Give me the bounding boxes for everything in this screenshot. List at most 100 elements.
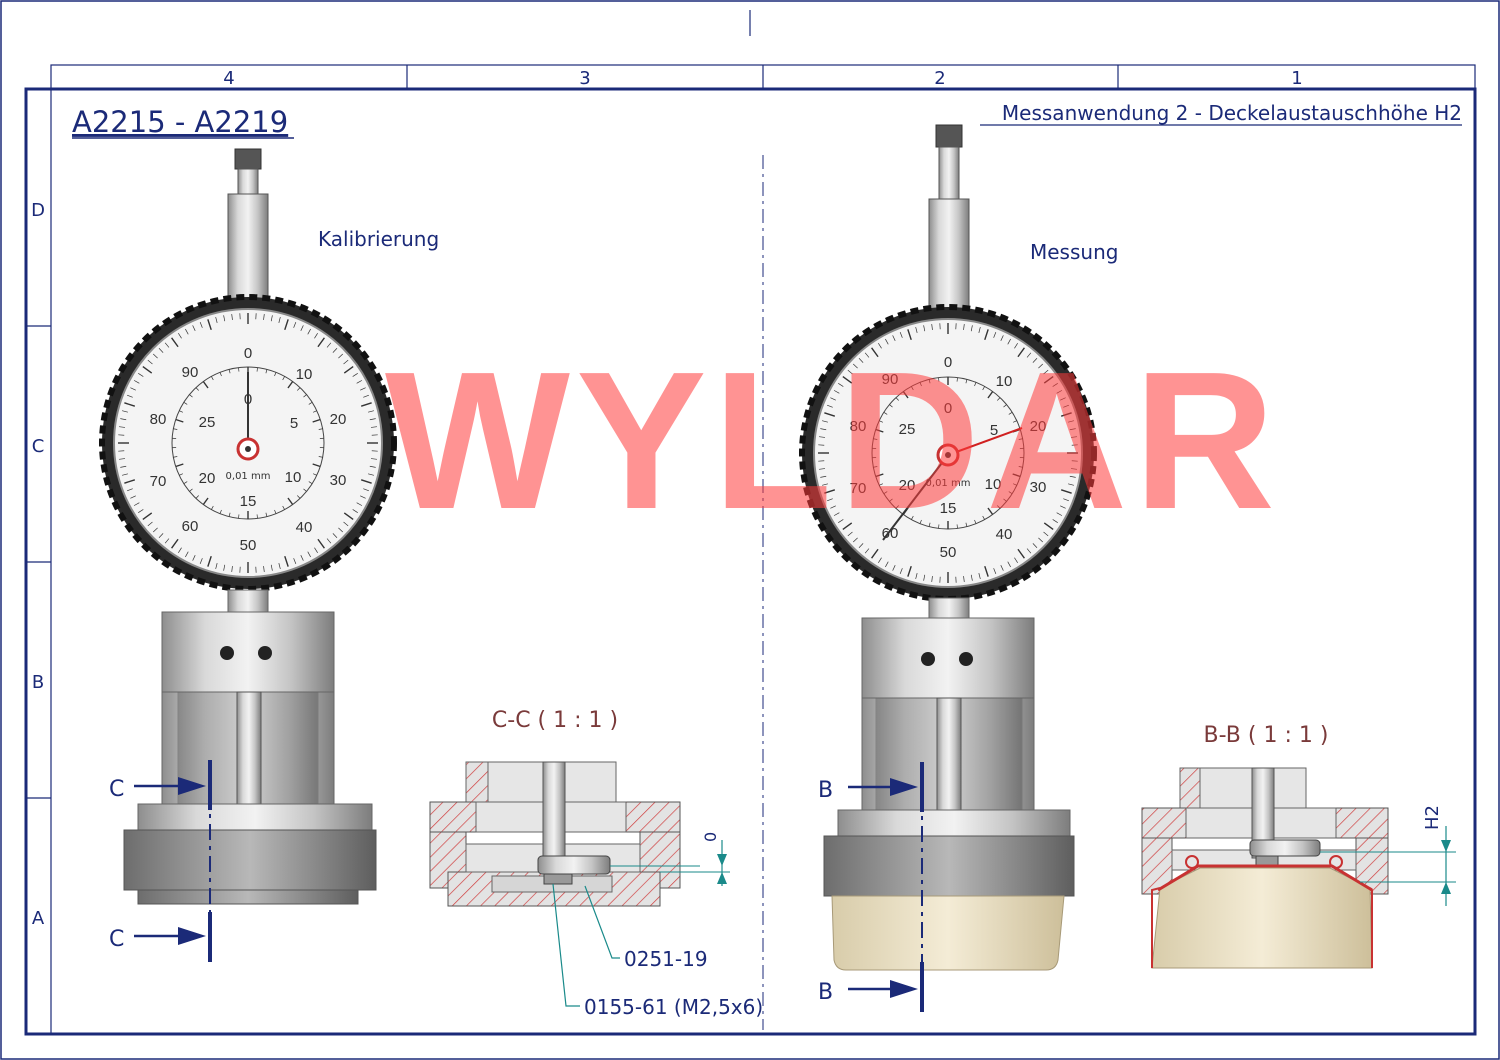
dial-outer-numbers: 0 10 20 30 40 50 60 70 80 90 (850, 354, 1047, 561)
dial-tick (256, 367, 258, 372)
dial-tick (842, 522, 853, 530)
calibration-label: Kalibrierung (318, 227, 439, 251)
dial-tick (889, 404, 893, 408)
dial-tick (938, 524, 940, 529)
dial-tick (369, 418, 376, 421)
dial-tick (923, 325, 926, 332)
dial-tick (1018, 466, 1023, 468)
dial-tick (178, 547, 182, 553)
dial-tick (317, 337, 325, 348)
dial-number: 40 (296, 519, 313, 536)
dial-inner-numbers: 0 5 10 15 20 25 (899, 400, 1002, 517)
dial-unit: 0,01 mm (926, 478, 971, 489)
dial-tick (297, 495, 301, 499)
section-marker-c: C (109, 927, 124, 952)
dial-tick (965, 522, 968, 527)
dial-tick (312, 418, 321, 423)
dial-tick (189, 394, 193, 398)
dial-tick (124, 402, 136, 407)
dial-tick (343, 359, 349, 365)
section-line-cc: C C (109, 760, 212, 962)
right-dial-gauge: 0 10 20 30 40 50 60 70 80 90 0 5 10 15 2… (799, 124, 1097, 971)
dial-number: 90 (182, 364, 199, 381)
dial-tick (963, 323, 965, 331)
dial-tick (978, 573, 981, 580)
dial-tick (938, 377, 940, 382)
dial-tick (838, 383, 844, 387)
dial-inner-number: 10 (985, 476, 1002, 493)
column-label: 4 (223, 68, 234, 89)
dial-tick (902, 391, 909, 399)
dial-number: 20 (330, 411, 347, 428)
dial-tick (987, 507, 994, 515)
dial-number: 50 (940, 544, 957, 561)
dial-tick (142, 366, 153, 374)
dial-inner-number: 20 (199, 470, 216, 487)
dial-tick (820, 428, 827, 431)
dial-tick (1056, 512, 1063, 516)
dial-tick (185, 328, 189, 335)
dial-tick (824, 412, 836, 417)
dial-tick (133, 502, 140, 506)
dial-tick (207, 319, 212, 331)
dial-tick (300, 325, 304, 331)
dial-tick (152, 353, 158, 359)
section-line-bb: B B (818, 762, 924, 1012)
dial-tick (824, 489, 836, 494)
dial-tick (1038, 537, 1044, 543)
dial-outer-numbers: 0 10 20 30 40 50 60 70 80 90 (150, 345, 347, 554)
dial-tick (338, 353, 344, 359)
dial-tick (873, 438, 878, 440)
dial-tick (885, 338, 889, 345)
dial-inner-number: 5 (290, 415, 298, 432)
dial-tick (878, 343, 882, 349)
dial-tick (895, 505, 899, 509)
dial-tick (1052, 383, 1058, 387)
dial-tick (838, 519, 844, 523)
dial-tick (879, 483, 884, 486)
dial-tick (175, 463, 184, 468)
dial-tick (873, 466, 878, 468)
dial-tick (338, 527, 344, 533)
dial-tick (343, 512, 354, 520)
dial-tick (356, 502, 363, 506)
dial-tick (1008, 411, 1013, 415)
dial-tick (1070, 436, 1078, 438)
dial-unit: 0,01 mm (226, 471, 271, 482)
dial-tick (352, 373, 358, 377)
dial-tick (919, 382, 922, 387)
dial-tick (818, 468, 826, 470)
dial-tick (1043, 531, 1049, 537)
dial-tick (192, 325, 196, 331)
dial-tick (142, 512, 153, 520)
dial-tick (892, 565, 896, 571)
dial-tick (228, 369, 231, 374)
dial-tick (1043, 369, 1049, 375)
dial-number: 90 (882, 371, 899, 388)
dial-tick (1069, 428, 1076, 431)
dial-tick (215, 563, 218, 570)
dial-tick (231, 313, 233, 321)
screw-callout: 0155-61 (M2,5x6) (584, 995, 763, 1019)
dial-tick (984, 329, 989, 341)
dial-tick (915, 573, 918, 580)
dial-tick (120, 418, 127, 421)
section-cc-title: C-C ( 1 : 1 ) (492, 708, 618, 733)
dial-tick (1003, 404, 1007, 408)
dial-tick (314, 547, 318, 553)
dial-tick (1056, 390, 1063, 394)
dial-tick (127, 488, 133, 492)
dial-tick (238, 367, 240, 372)
dial-tick (312, 410, 317, 413)
dial-tick (171, 538, 179, 549)
drawing-number-title: A2215 - A2219 (72, 105, 288, 139)
dial-tick (317, 538, 325, 549)
dial-tick (199, 558, 203, 564)
dial-tick (195, 495, 199, 499)
dial-tick (883, 491, 888, 495)
dial-inner-number: 15 (940, 500, 957, 517)
dial-tick (121, 410, 128, 413)
dial-tick (303, 488, 307, 492)
dial-tick (974, 382, 977, 387)
dial-tick (1069, 475, 1076, 478)
